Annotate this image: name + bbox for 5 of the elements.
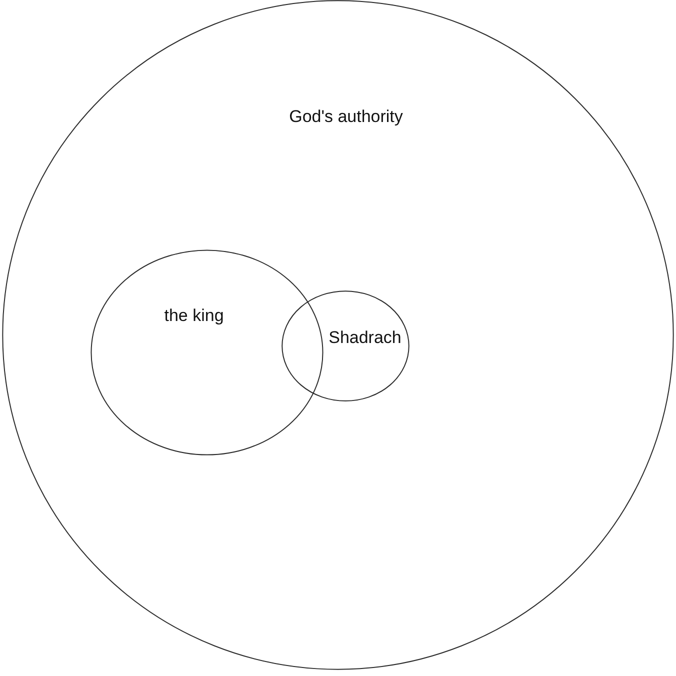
circle-label: Shadrach [328, 328, 402, 348]
circle-label: the king [164, 306, 224, 326]
venn-circle [282, 291, 409, 401]
venn-circle [91, 250, 323, 455]
circle-label: God's authority [289, 107, 403, 127]
